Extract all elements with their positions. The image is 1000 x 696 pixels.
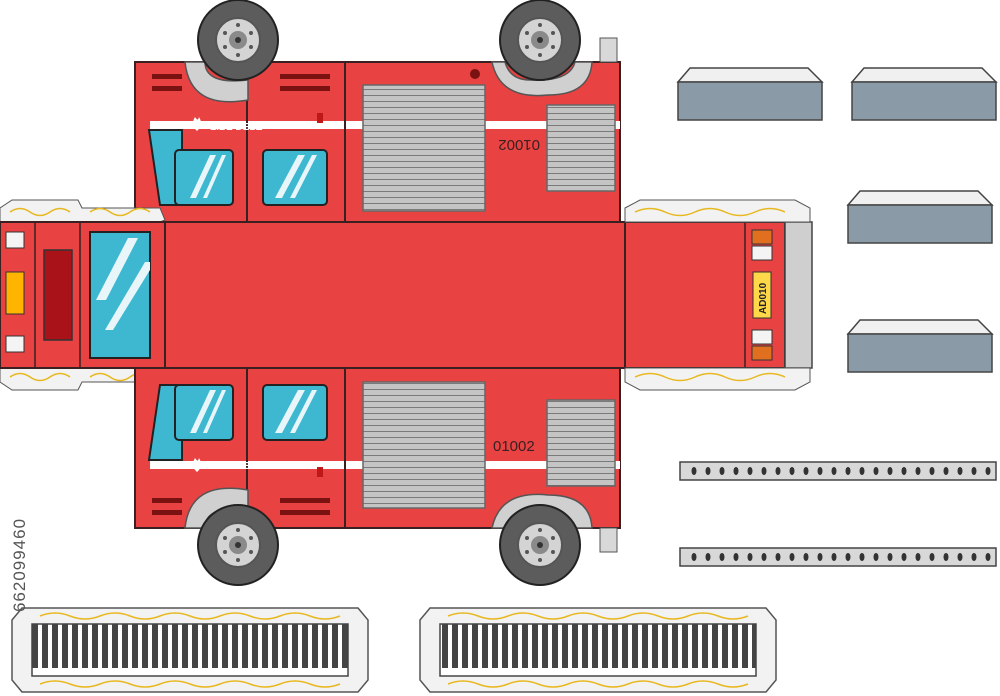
bottom-side-panel: FIRE DEPT 01002 [134, 367, 621, 586]
roof-block-icon [846, 190, 994, 244]
stock-id-text: 662099460 [10, 517, 29, 613]
wheel-icon [499, 504, 581, 586]
bottom-decal: FIRE DEPT [210, 461, 262, 472]
roof-block-icon [846, 319, 994, 373]
roof-block-icon [850, 67, 998, 121]
top-unit-number: 01002 [498, 136, 540, 153]
fire-dept-logo-icon [192, 117, 202, 131]
roof-block-icon [676, 67, 824, 121]
rail-strip [679, 461, 997, 481]
ladder-icon [419, 607, 777, 693]
ladder-icon [11, 607, 369, 693]
top-side-panel: FIRE DEPT 01002 [134, 0, 621, 223]
wheel-icon [197, 0, 279, 81]
rail-strip [679, 547, 997, 567]
wheel-icon [197, 504, 279, 586]
bottom-unit-number: 01002 [493, 438, 535, 455]
fire-dept-logo-icon [192, 458, 202, 472]
top-decal: FIRE DEPT [210, 120, 262, 131]
rear-plate: AD010 [758, 282, 769, 314]
stock-id: 662099460 [8, 450, 32, 680]
center-strip: AD010 [0, 199, 813, 391]
wheel-icon [499, 0, 581, 81]
